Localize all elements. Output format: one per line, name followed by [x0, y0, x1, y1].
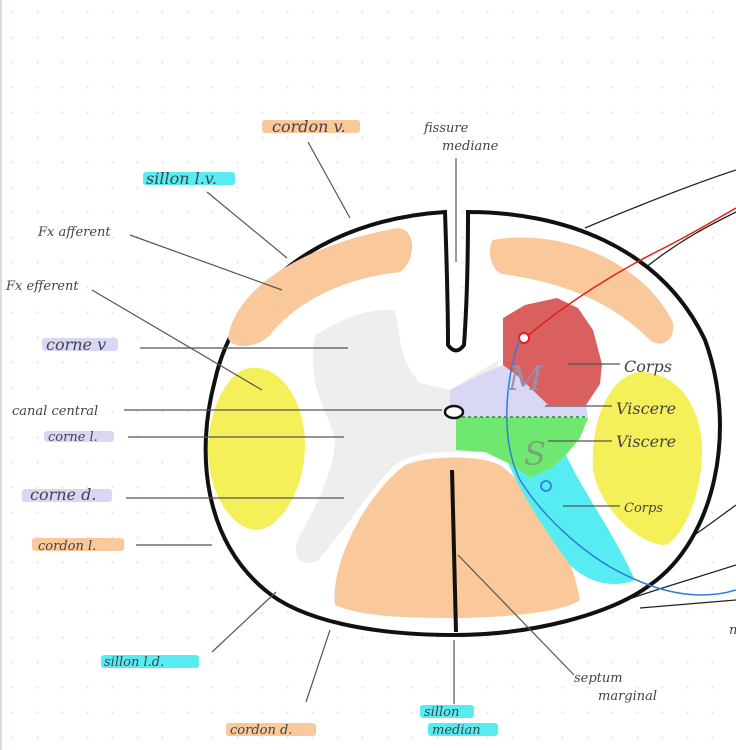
zone-sensory-somatic — [508, 455, 635, 585]
dorsal-root-lower — [644, 211, 736, 269]
sensory-neuron-body — [540, 480, 552, 492]
highlight-cordon-l — [32, 538, 124, 551]
leader-cordon-v — [307, 141, 351, 219]
label-corps-bottom: Corps — [624, 501, 663, 516]
label-viscere-bottom: Viscere — [616, 432, 676, 451]
ventral-cord-left — [228, 228, 413, 346]
zone-motor-somatic — [503, 298, 602, 405]
label-edge-letter: n — [729, 623, 736, 638]
highlight-corne-d — [22, 489, 112, 502]
central-canal — [443, 404, 465, 420]
label-viscere-top: Viscere — [616, 399, 676, 418]
highlight-cordon-d — [226, 723, 316, 736]
label-highlights — [22, 120, 498, 736]
highlight-sillon-median-2 — [428, 723, 498, 736]
ventral-cord-right — [489, 237, 674, 344]
leader-sillon-ld — [211, 591, 277, 653]
highlight-sillon-median-1 — [420, 705, 474, 718]
highlight-sillon-lv — [143, 172, 235, 185]
ventral-root-lower — [631, 564, 736, 599]
dorsal-septum — [450, 469, 458, 633]
label-fissure-2: mediane — [442, 139, 499, 154]
nerve-fiber-red — [524, 207, 736, 339]
page-edge — [0, 0, 2, 750]
label-corne-v: corne v — [46, 335, 106, 354]
zone-motor-visceral — [450, 365, 588, 418]
lateral-cord-left — [208, 367, 305, 530]
leader-sillon-lv — [206, 191, 288, 259]
label-canal-central: canal central — [12, 404, 98, 419]
label-fissure-1: fissure — [423, 121, 469, 136]
label-cordon-v: cordon v. — [272, 117, 346, 136]
highlight-cordon-v — [262, 120, 360, 133]
label-fx-afferent: Fx afferent — [37, 225, 111, 240]
dorsal-cord — [334, 457, 580, 618]
label-cordon-d: cordon d. — [230, 723, 292, 738]
letter-s: S — [524, 435, 546, 473]
leader-fx-efferent — [91, 289, 263, 391]
label-sillon-median-1: sillon — [424, 705, 459, 720]
label-cordon-l: cordon l. — [38, 539, 96, 554]
nerve-roots — [584, 169, 736, 609]
label-fx-efferent: Fx efferent — [5, 279, 79, 294]
label-sillon-median-2: median — [432, 723, 481, 738]
label-corne-l: corne l. — [48, 430, 98, 445]
ventral-root-bottom — [639, 599, 736, 609]
label-septum-1: septum — [574, 671, 623, 686]
label-sillon-ld: sillon l.d. — [104, 655, 164, 670]
leader-cordon-d — [305, 629, 331, 703]
leader-fx-afferent — [129, 234, 283, 291]
labels: cordon v. fissure mediane sillon l.v. Fx… — [5, 117, 736, 738]
label-corne-d: corne d. — [30, 485, 96, 504]
label-sillon-lv: sillon l.v. — [146, 169, 217, 188]
dorsal-root-upper — [584, 169, 736, 229]
highlight-corne-v — [42, 338, 118, 351]
lateral-cord-right — [592, 372, 702, 545]
leader-lines — [91, 141, 620, 704]
zone-sensory-visceral — [456, 417, 588, 478]
highlight-sillon-ld — [101, 655, 199, 668]
label-septum-2: marginal — [598, 689, 657, 704]
leader-septum — [457, 554, 575, 676]
motor-neuron-body — [518, 332, 530, 344]
highlight-corne-l — [44, 431, 114, 442]
nerve-fiber-blue — [506, 337, 736, 596]
label-corps-top: Corps — [624, 357, 672, 376]
letter-m: M — [507, 359, 544, 399]
grey-matter-left — [296, 309, 450, 564]
